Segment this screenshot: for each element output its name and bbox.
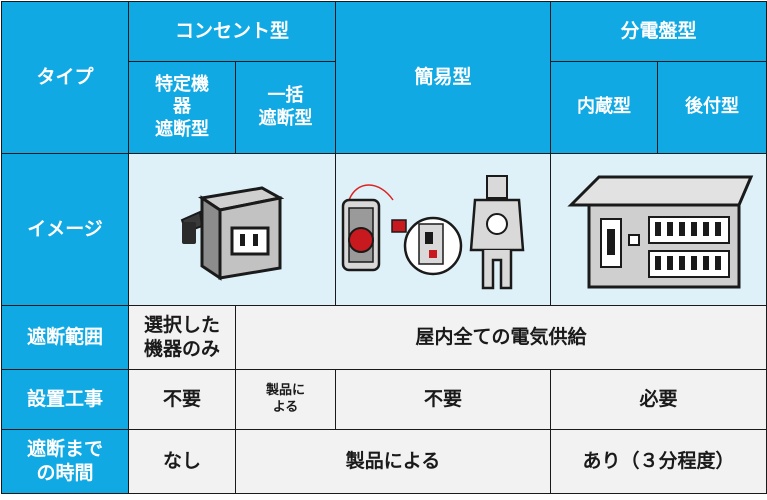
image-row-label: イメージ: [1, 153, 129, 306]
outlet-bulk-line2: 遮断型: [258, 107, 313, 129]
outlet-bulk-line1: 一括: [267, 85, 304, 106]
install-simple-text: 不要: [424, 387, 463, 410]
install-outlet-cell: 不要: [128, 369, 236, 430]
panel-retrofit-header: 後付型: [657, 61, 767, 154]
outlet-breaker-image: [180, 185, 285, 281]
outlet-bulk-header: 一括 遮断型: [234, 61, 337, 154]
install-bulk-line1: 製品に: [266, 383, 306, 399]
range-all-text: 屋内全ての電気供給: [415, 325, 587, 348]
range-label-text: 遮断範囲: [26, 325, 103, 348]
panel-builtin-label: 内蔵型: [577, 96, 632, 118]
time-row-label: 遮断まで の時間: [1, 429, 129, 494]
install-row-label: 設置工事: [1, 369, 129, 430]
distribution-panel-image: [566, 175, 753, 288]
outlet-specific-line3: 遮断型: [155, 118, 209, 140]
outlet-specific-line2: 器: [173, 96, 191, 118]
image-label-text: イメージ: [27, 217, 103, 240]
install-label-text: 設置工事: [26, 387, 103, 410]
time-outlet-text: なし: [162, 449, 201, 472]
time-panel-cell: あり（３分程度）: [550, 429, 767, 494]
panel-type-label: 分電盤型: [620, 19, 697, 42]
type-header: タイプ: [1, 1, 129, 154]
install-outlet-text: 不要: [162, 387, 201, 410]
simple-breaker-image: [341, 174, 525, 289]
range-specific-line1: 選択した: [143, 313, 220, 336]
range-specific-line2: 機器のみ: [143, 337, 220, 360]
range-specific-cell: 選択した 機器のみ: [128, 305, 236, 370]
outlet-image-cell: [127, 153, 337, 306]
simple-type-label: 簡易型: [414, 65, 472, 88]
time-label-line1: 遮断まで: [26, 437, 103, 460]
outlet-specific-line1: 特定機: [155, 73, 209, 95]
outlet-type-header: コンセント型: [127, 1, 337, 62]
panel-type-header: 分電盤型: [550, 1, 767, 62]
range-all-cell: 屋内全ての電気供給: [234, 305, 767, 370]
simple-image-cell: [335, 153, 552, 306]
type-header-label: タイプ: [36, 65, 94, 88]
range-row-label: 遮断範囲: [1, 305, 129, 370]
install-simple-cell: 不要: [335, 369, 552, 430]
install-panel-cell: 必要: [550, 369, 767, 430]
time-outlet-cell: なし: [128, 429, 236, 494]
time-label-line2: の時間: [36, 461, 94, 484]
panel-builtin-header: 内蔵型: [550, 61, 659, 154]
simple-type-header: 簡易型: [335, 1, 552, 154]
install-outlet-bulk-cell: 製品に よる: [234, 369, 337, 430]
panel-retrofit-label: 後付型: [685, 96, 740, 118]
time-simple-cell: 製品による: [234, 429, 552, 494]
install-bulk-line2: よる: [272, 399, 299, 415]
install-panel-text: 必要: [639, 387, 678, 410]
outlet-type-label: コンセント型: [175, 19, 290, 42]
outlet-specific-header: 特定機 器 遮断型: [128, 61, 236, 154]
time-panel-text: あり（３分程度）: [582, 449, 735, 472]
time-simple-text: 製品による: [345, 449, 441, 472]
panel-image-cell: [550, 153, 767, 306]
